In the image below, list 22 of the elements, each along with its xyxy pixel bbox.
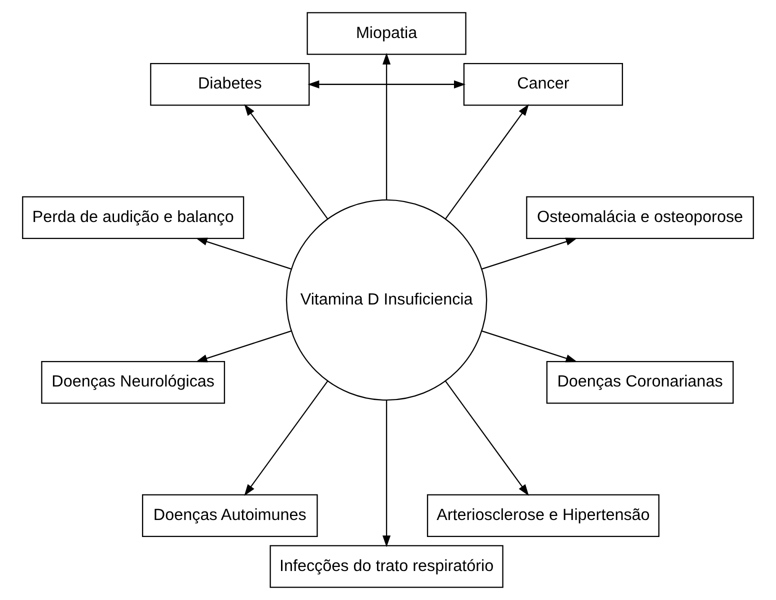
- arrow: [482, 330, 578, 362]
- arrow: [196, 330, 292, 362]
- arrow: [482, 238, 578, 270]
- arrow: [308, 80, 466, 88]
- arrow: [244, 104, 328, 220]
- arrow: [445, 380, 529, 496]
- node-box: Perda de audição e balanço: [22, 196, 244, 240]
- arrow: [196, 238, 292, 270]
- arrow: [244, 380, 328, 496]
- node-box: Doenças Autoimunes: [142, 494, 318, 538]
- node-box: Diabetes: [150, 62, 310, 106]
- node-box: Doenças Coronarianas: [546, 360, 734, 404]
- node-box: Miopatia: [306, 12, 466, 55]
- node-box: Osteomalácia e osteoporose: [526, 196, 754, 240]
- arrow: [382, 52, 391, 200]
- node-circle: Vitamina D Insuficiencia: [286, 199, 488, 401]
- node-box: Cancer: [463, 62, 623, 106]
- node-box: Doenças Neurológicas: [41, 360, 226, 404]
- node-box: Arteriosclerose e Hipertensão: [426, 494, 660, 538]
- arrow: [382, 400, 391, 548]
- arrow: [445, 104, 529, 220]
- node-box: Infecções do trato respiratório: [270, 545, 504, 588]
